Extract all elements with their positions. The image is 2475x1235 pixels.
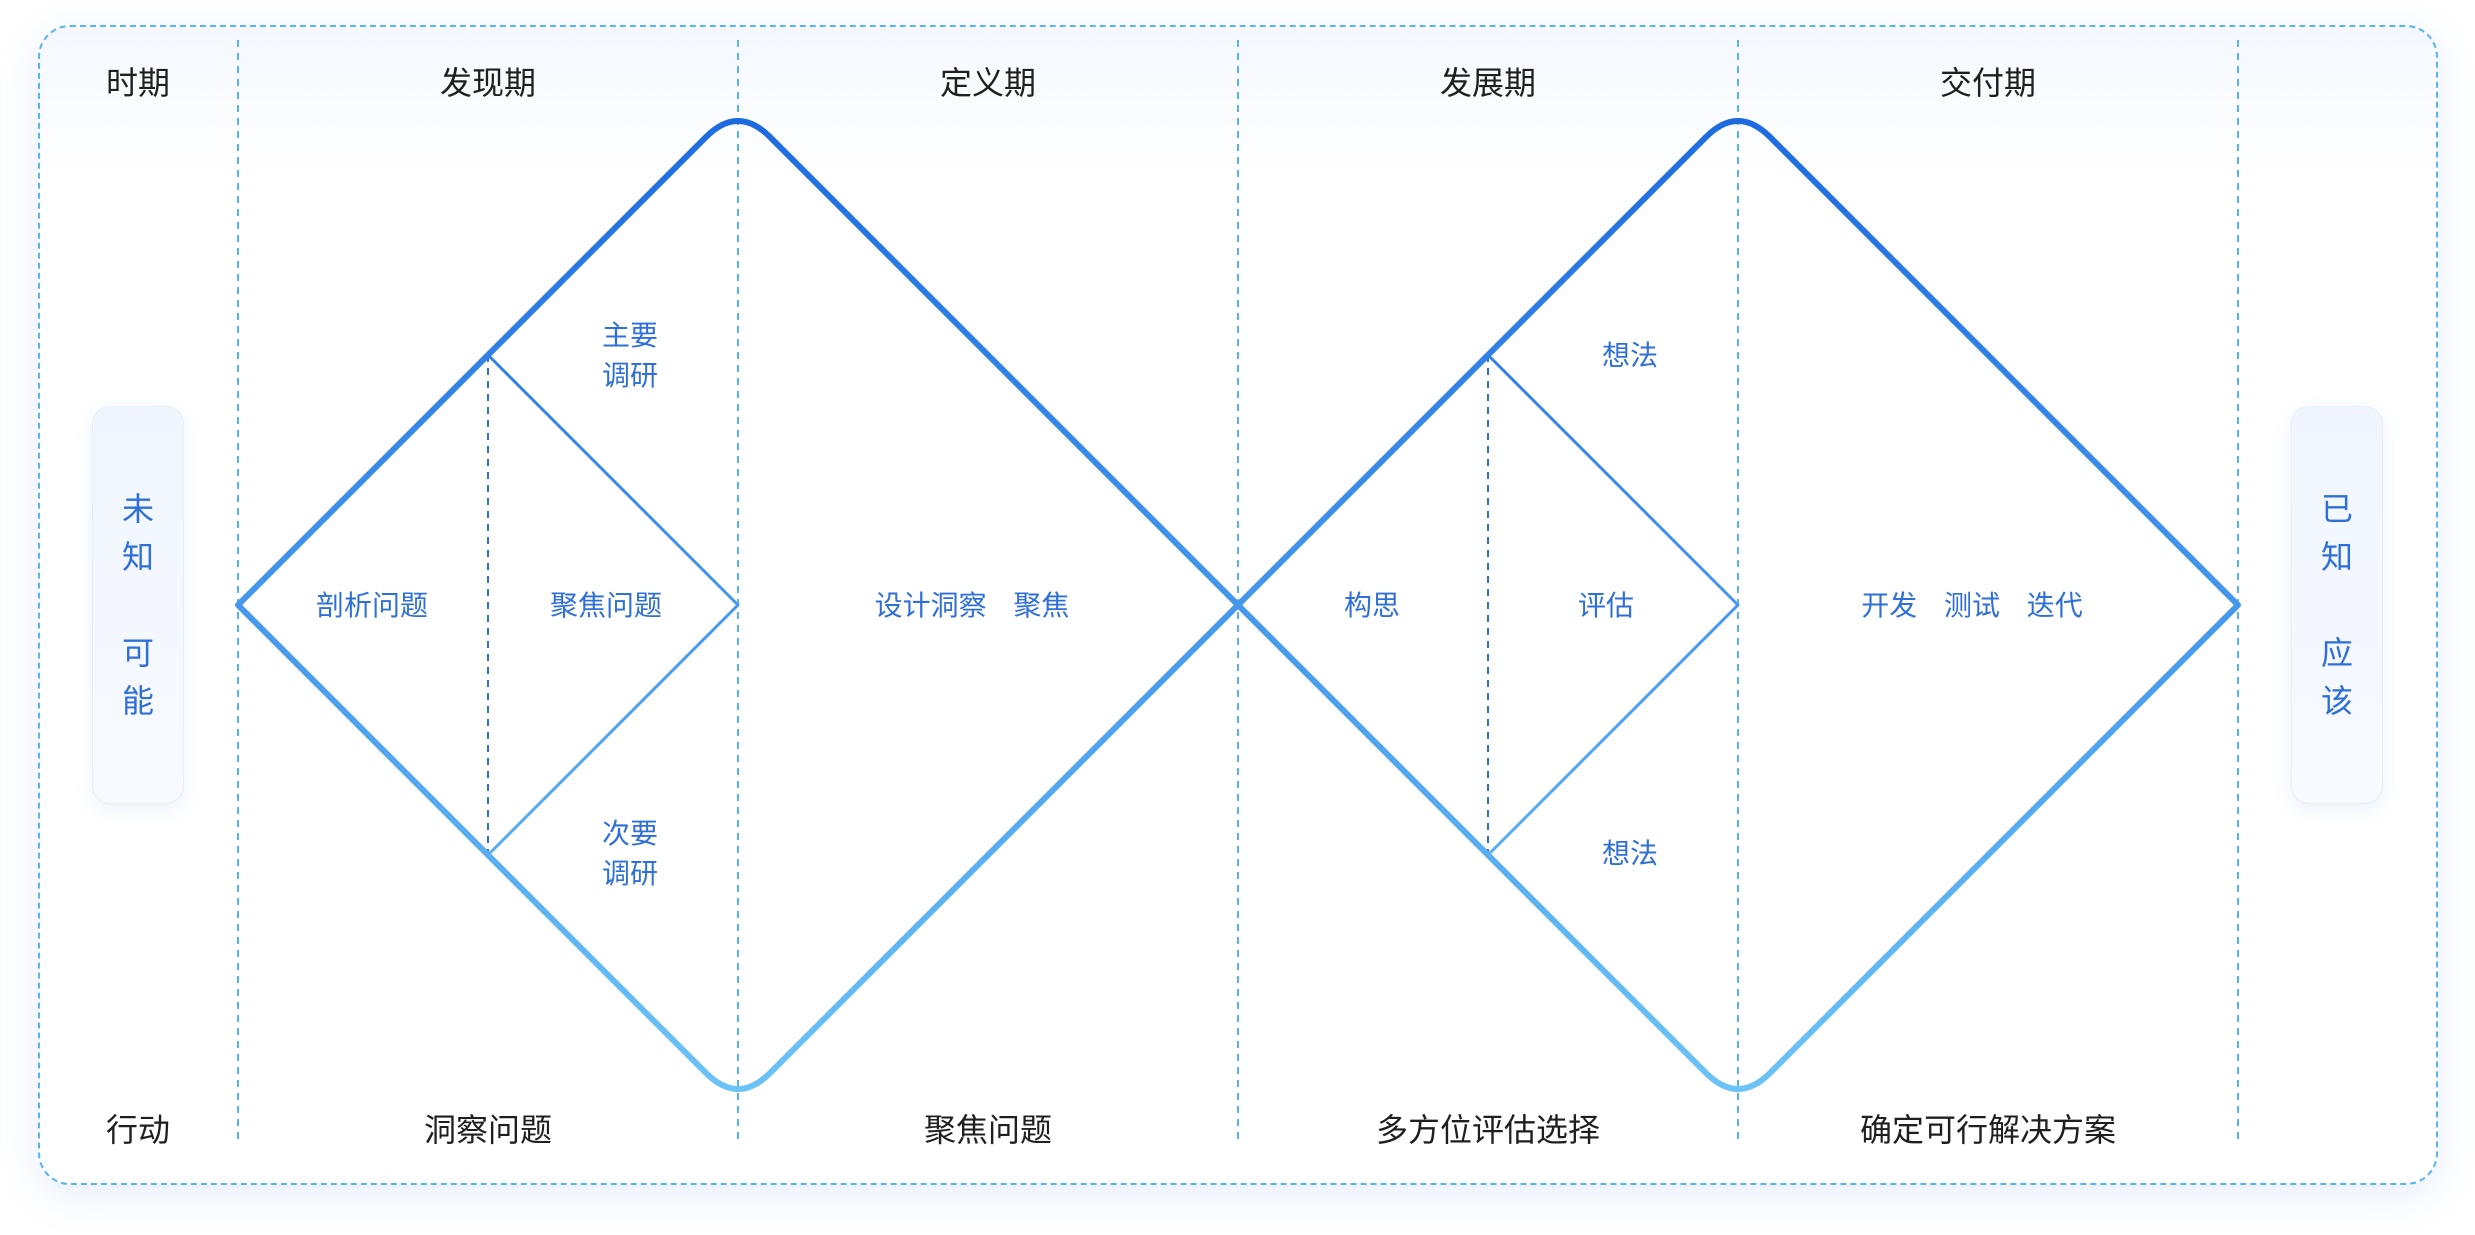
period-header: 时期	[105, 64, 171, 102]
label-insight-focus: 设计洞察 聚焦	[874, 589, 1070, 622]
label-primary-research: 主要 调研	[601, 319, 659, 392]
inner-triangle-left	[486, 353, 740, 857]
inner-triangle-right	[1486, 353, 1740, 857]
action-deliver: 确定可行解决方案	[1859, 1111, 2117, 1149]
action-define: 聚焦问题	[923, 1111, 1053, 1149]
label-focus-problem: 聚焦问题	[549, 589, 663, 622]
right-panel-char: 知	[2320, 538, 2353, 576]
known-should-panel: 已 知 应 该	[2291, 406, 2383, 804]
label-idea-bottom: 想法	[1601, 837, 1659, 870]
label-secondary-research: 次要 调研	[601, 817, 659, 890]
phase-define: 定义期	[939, 64, 1037, 102]
right-panel-char: 应	[2320, 634, 2353, 672]
column-dividers	[237, 40, 2239, 1140]
label-ideate: 构思	[1343, 589, 1401, 622]
phase-deliver: 交付期	[1939, 64, 2037, 102]
phase-develop: 发展期	[1439, 64, 1537, 102]
action-label: 行动	[105, 1111, 171, 1149]
phase-discover: 发现期	[439, 64, 537, 102]
label-evaluate: 评估	[1577, 589, 1635, 622]
left-panel-char: 知	[121, 538, 154, 576]
left-panel-char: 未	[121, 490, 154, 528]
diamond-develop-deliver	[1235, 118, 2241, 1092]
label-idea-top: 想法	[1601, 339, 1659, 372]
left-panel-char: 可	[121, 634, 154, 672]
label-develop-test-iterate: 开发 测试 迭代	[1861, 589, 2083, 622]
unknown-possible-panel: 未 知 可 能	[92, 406, 184, 804]
right-panel-char: 该	[2320, 682, 2353, 720]
action-develop: 多方位评估选择	[1375, 1111, 1601, 1149]
left-panel-char: 能	[121, 682, 154, 720]
right-panel-char: 已	[2320, 490, 2353, 528]
action-discover: 洞察问题	[423, 1111, 553, 1149]
label-analyze-problem: 剖析问题	[315, 589, 429, 622]
